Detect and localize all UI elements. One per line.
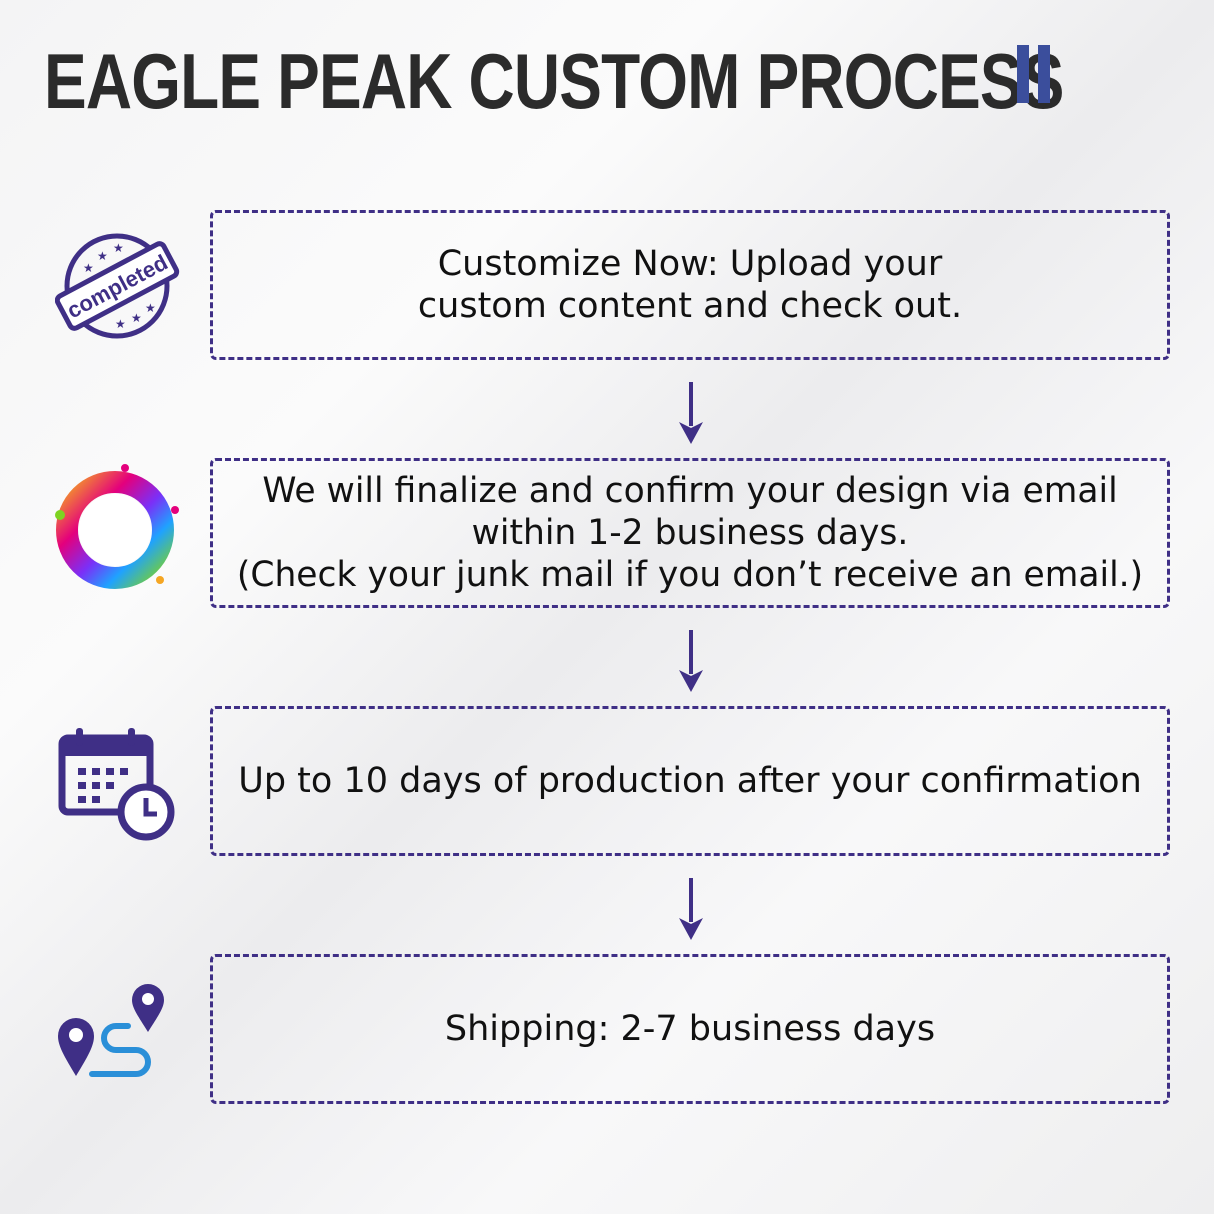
step-text: Up to 10 days of production after your c… bbox=[238, 761, 1142, 801]
page-title: EAGLE PEAK CUSTOM PROCESS bbox=[44, 37, 1064, 125]
route-pins-icon bbox=[58, 984, 164, 1077]
arrow-down-icon bbox=[679, 878, 703, 940]
step-box-customize: Customize Now: Upload your custom conten… bbox=[210, 210, 1170, 360]
svg-text:★: ★ bbox=[113, 241, 124, 255]
svg-text:★: ★ bbox=[115, 317, 126, 331]
svg-text:★: ★ bbox=[145, 301, 156, 315]
svg-text:★: ★ bbox=[97, 249, 108, 263]
step-box-shipping: Shipping: 2-7 business days bbox=[210, 954, 1170, 1104]
step-box-production: Up to 10 days of production after your c… bbox=[210, 706, 1170, 856]
step-text: Shipping: 2-7 business days bbox=[444, 1009, 936, 1049]
completed-stamp-icon: completed ★★★★★★ bbox=[55, 233, 180, 339]
title-accent-bar bbox=[1017, 45, 1029, 103]
svg-text:★: ★ bbox=[131, 311, 142, 325]
step-text: Customize Now: Upload your custom conten… bbox=[417, 244, 963, 326]
svg-text:★: ★ bbox=[83, 261, 94, 275]
step-box-confirm: We will finalize and confirm your design… bbox=[210, 458, 1170, 608]
calendar-clock-icon bbox=[58, 728, 175, 841]
paint-splash-icon bbox=[55, 464, 179, 589]
arrow-down-icon bbox=[679, 630, 703, 692]
arrow-down-icon bbox=[679, 382, 703, 444]
title-accent-bar bbox=[1038, 45, 1050, 103]
step-text: We will finalize and confirm your design… bbox=[236, 471, 1144, 595]
